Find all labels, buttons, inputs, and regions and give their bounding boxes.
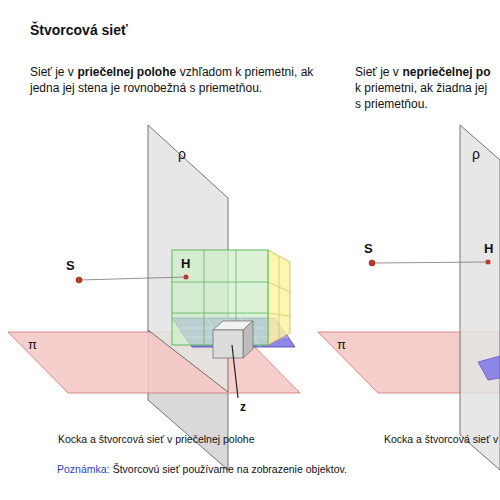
note: Poznámka:Štvorcovú sieť používame na zob… bbox=[57, 461, 350, 477]
note-text: Štvorcovú sieť používame na zobrazenie o… bbox=[113, 463, 347, 475]
floor-grid bbox=[478, 356, 500, 380]
point-label: H bbox=[484, 241, 493, 257]
plane-label: π bbox=[337, 337, 346, 353]
definition-text: Sieť je vpriečelnej polohevzhľadom k pri… bbox=[30, 64, 340, 96]
note-text: Poznámka: bbox=[57, 463, 110, 475]
definition-text: Sieť je v bbox=[355, 65, 399, 79]
center-point bbox=[76, 277, 82, 283]
figure-caption: Kocka a štvorcová sieť v bbox=[384, 433, 498, 446]
definition-text: k priemetni, ak žiadna jej bbox=[355, 81, 487, 95]
point-label: S bbox=[364, 241, 373, 257]
main-point bbox=[184, 275, 189, 280]
cube-front bbox=[213, 330, 243, 358]
plane-label: ρ bbox=[472, 146, 480, 164]
plane-label: ρ bbox=[178, 146, 186, 164]
main-point bbox=[486, 260, 491, 265]
center-point bbox=[369, 260, 375, 266]
definition-text: s priemetňou. bbox=[355, 97, 428, 111]
definition-text: nepriečelnej po bbox=[402, 65, 490, 79]
projection-ray bbox=[80, 277, 186, 280]
definition-text: priečelnej polohe bbox=[77, 65, 176, 79]
definition-text: Sieť je vnepriečelnej po k priemetni, ak … bbox=[355, 64, 494, 112]
point-label: S bbox=[66, 258, 75, 274]
point-label: H bbox=[181, 256, 190, 272]
figure-caption: Kocka a štvorcová sieť v priečelnej polo… bbox=[58, 433, 255, 446]
grid-side-face bbox=[268, 250, 290, 345]
page-title: Štvorcová sieť bbox=[30, 22, 128, 40]
projection-ray bbox=[373, 262, 488, 263]
cube-side bbox=[243, 321, 253, 358]
plane-label: π bbox=[28, 337, 37, 353]
definition-text: Sieť je v bbox=[30, 65, 74, 79]
projection-plane bbox=[460, 125, 500, 470]
axis-label: z bbox=[240, 400, 246, 415]
grid-side-lines bbox=[268, 256, 290, 339]
axis-line bbox=[232, 345, 238, 398]
